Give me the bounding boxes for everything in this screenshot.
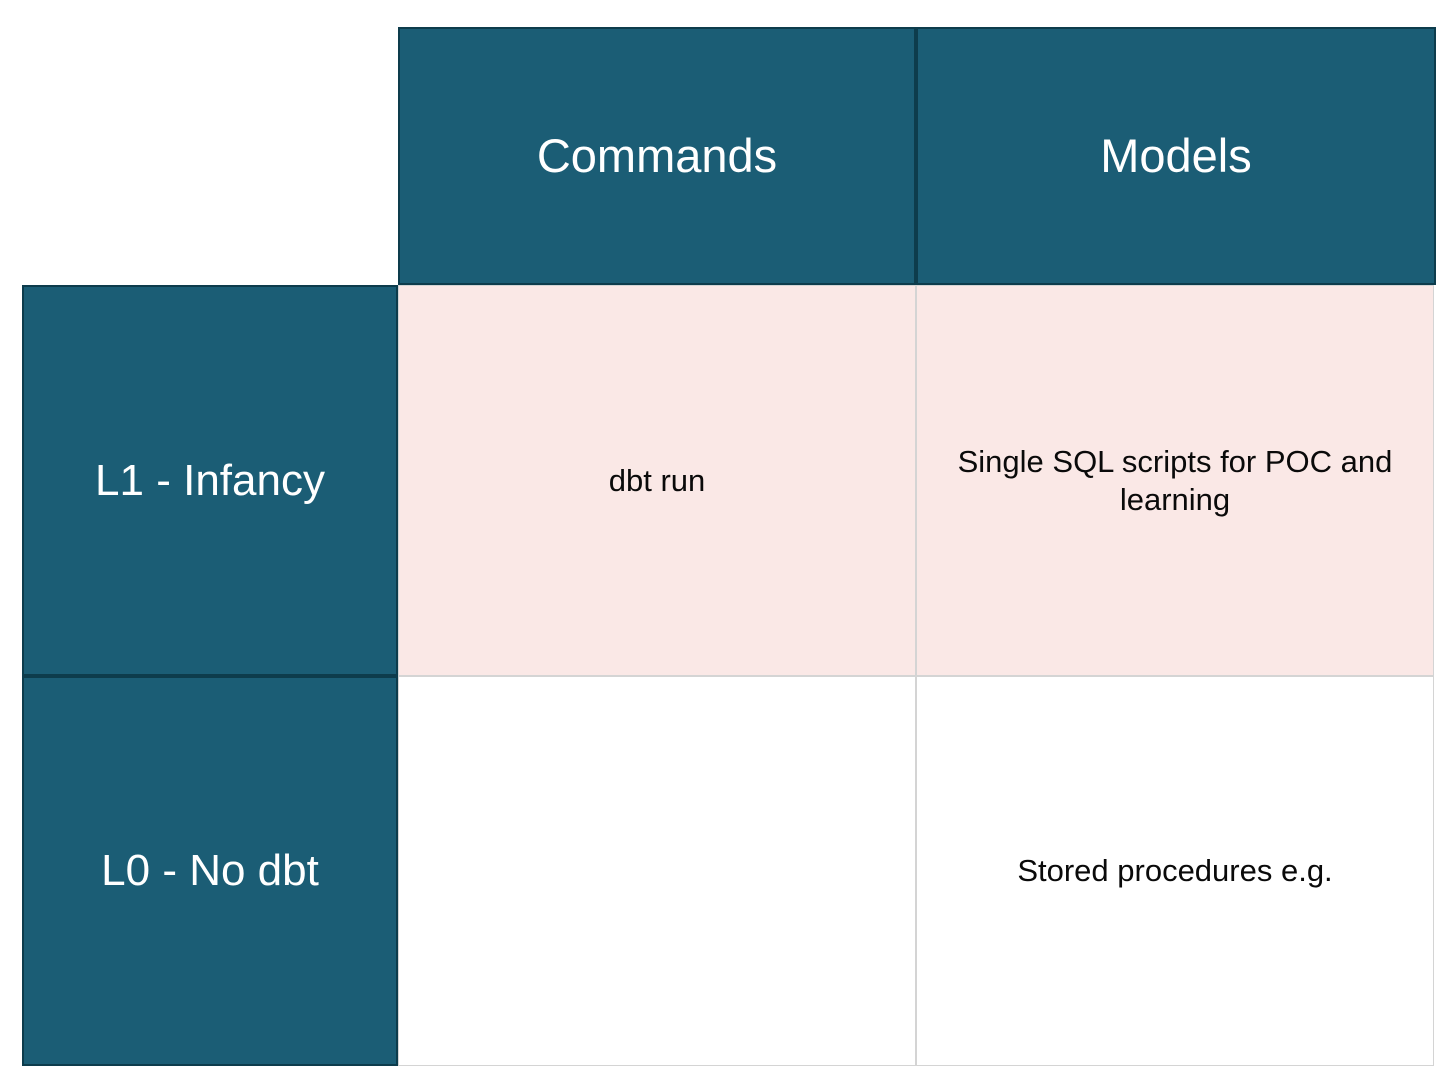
cell-l0-models-text: Stored procedures e.g. [1017,853,1333,889]
cell-l0-models[interactable]: Stored procedures e.g. [916,676,1434,1066]
column-header-models-label: Models [1100,129,1252,183]
row-header-l0-no-dbt[interactable]: L0 - No dbt [22,676,398,1066]
cell-l1-models-text: Single SQL scripts for POC and learning [957,443,1393,517]
row-header-l1-infancy-label: L1 - Infancy [95,455,325,505]
cell-l1-commands[interactable]: dbt run [398,285,916,676]
column-header-models[interactable]: Models [916,27,1436,285]
column-header-commands[interactable]: Commands [398,27,916,285]
row-header-l0-no-dbt-label: L0 - No dbt [101,846,319,896]
cell-l0-commands[interactable] [398,676,916,1066]
row-header-l1-infancy[interactable]: L1 - Infancy [22,285,398,676]
cell-l1-models[interactable]: Single SQL scripts for POC and learning [916,285,1434,676]
cell-l1-commands-text: dbt run [608,462,706,498]
column-header-commands-label: Commands [536,129,778,183]
matrix-corner-cell [22,27,398,285]
